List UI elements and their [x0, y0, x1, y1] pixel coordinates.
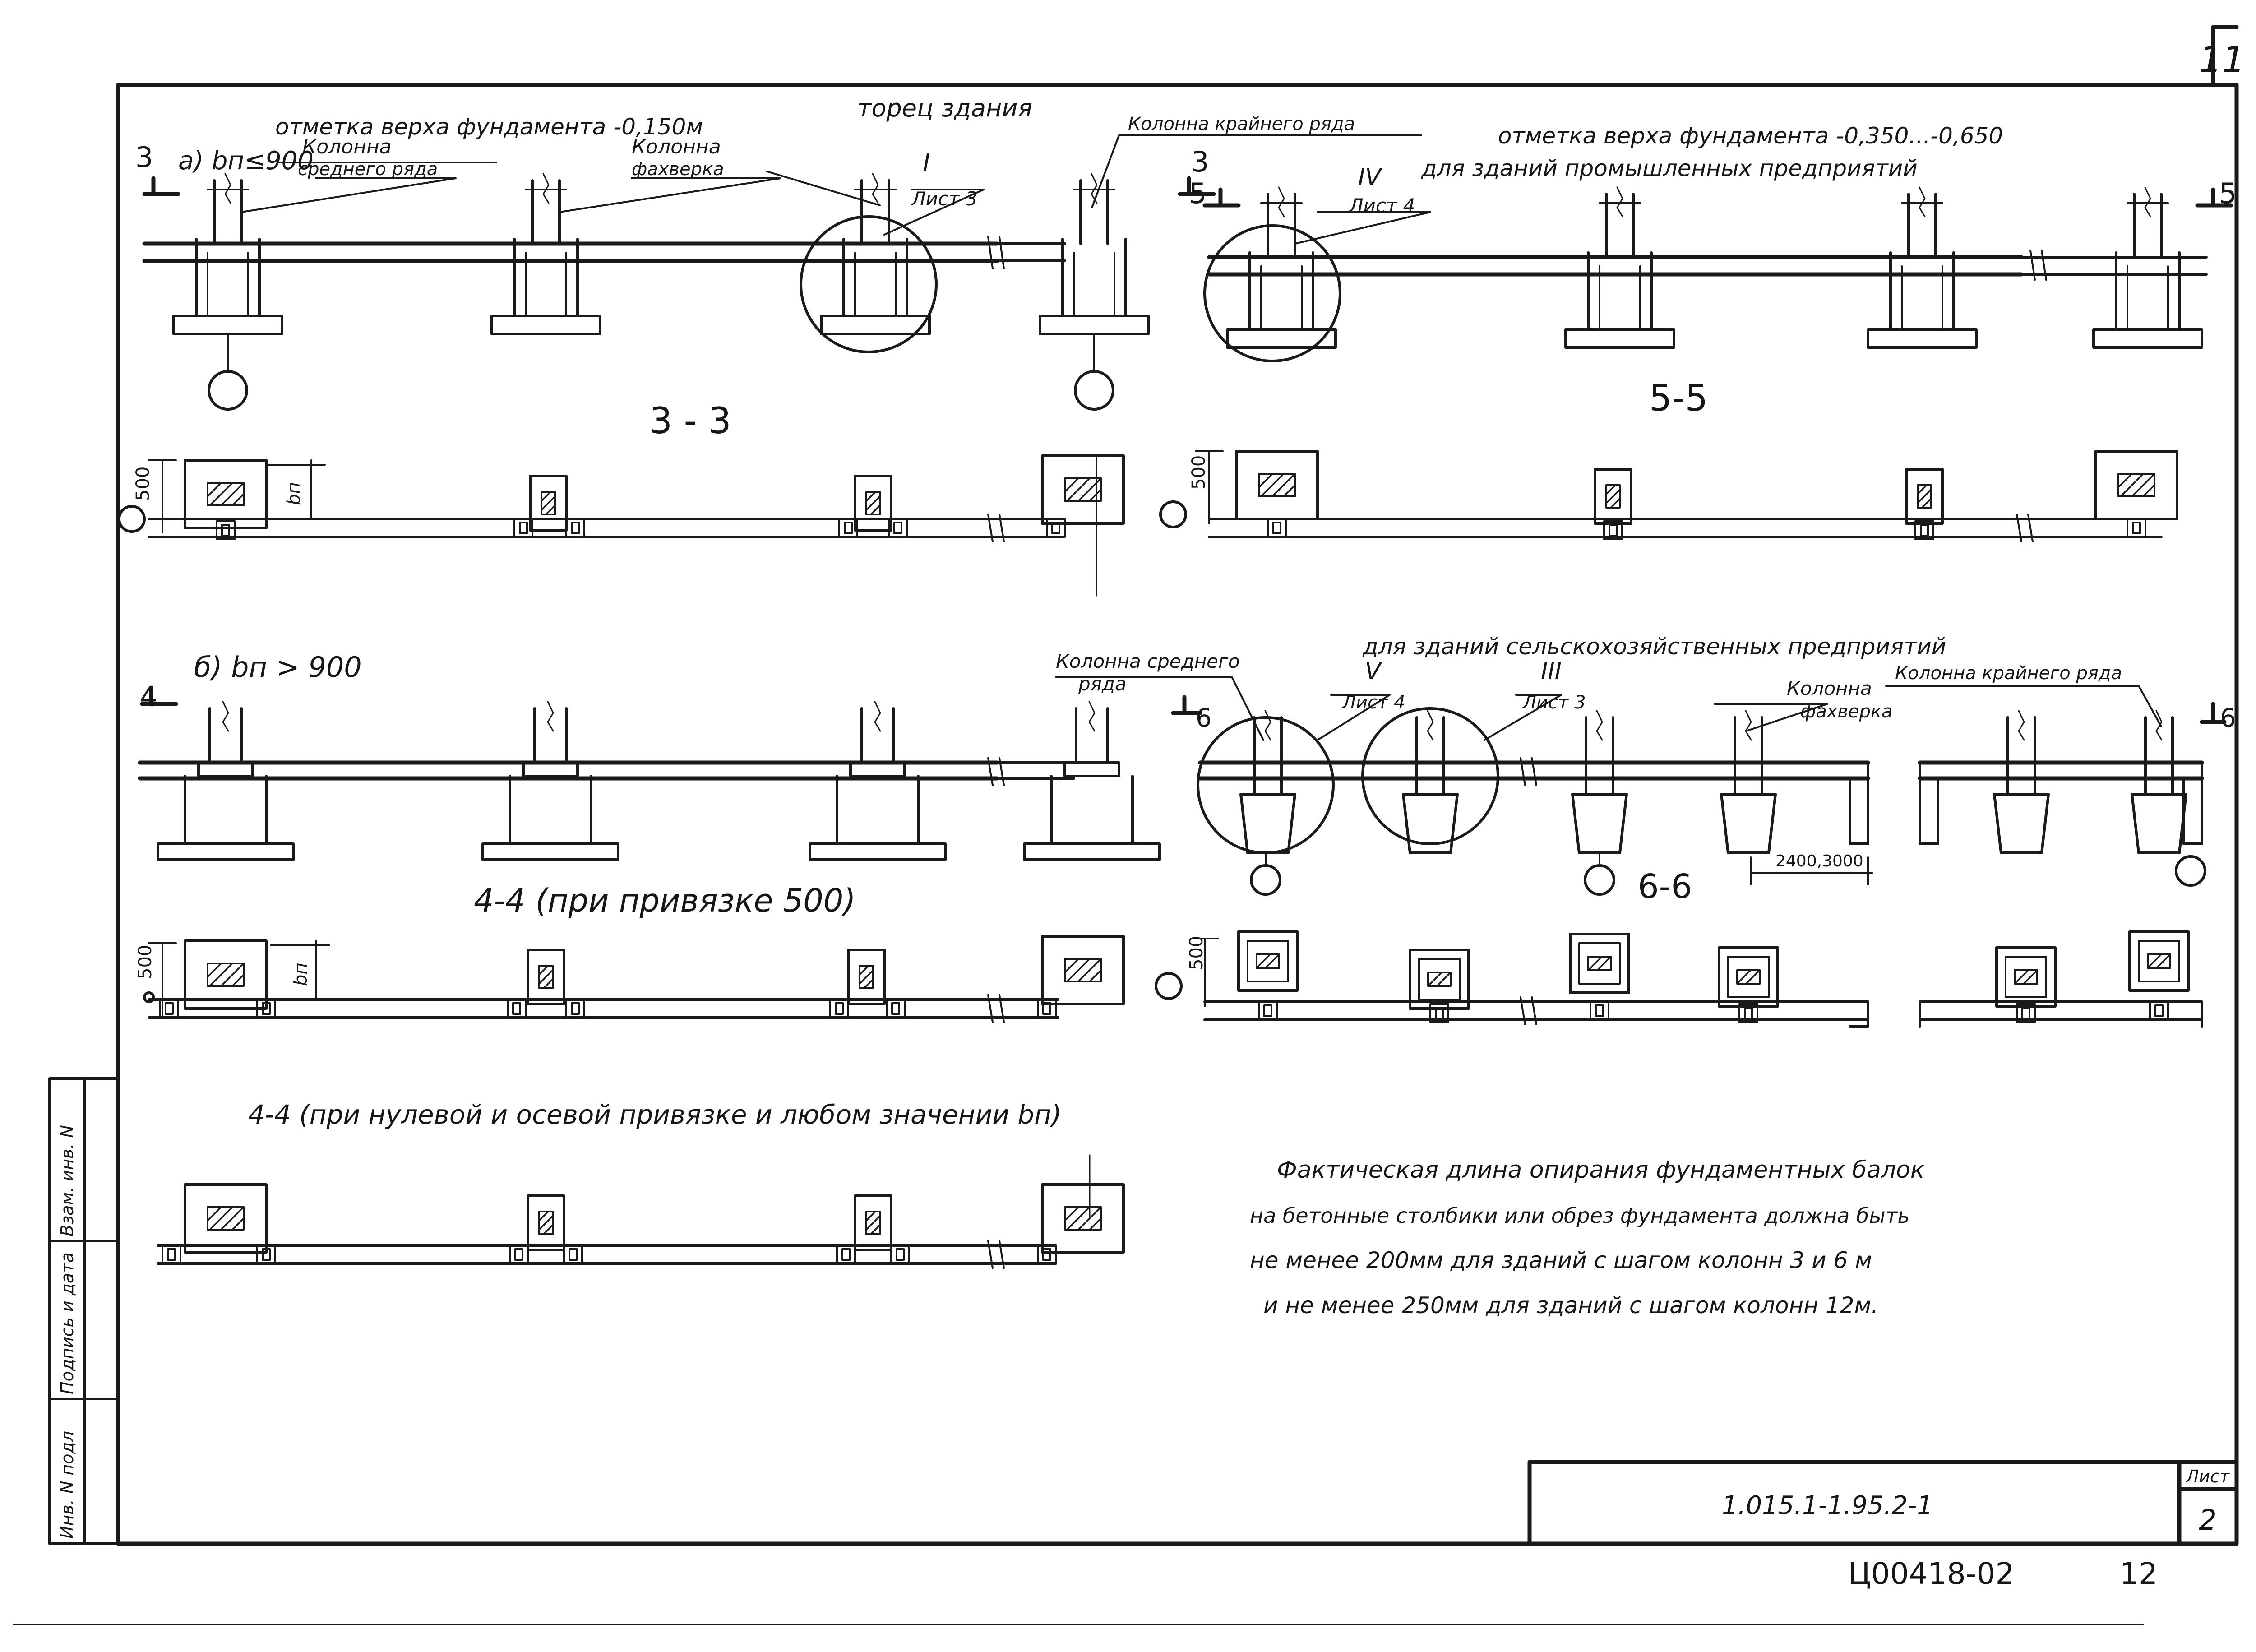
general-note: Фактическая длина опирания фундаментных …: [1250, 1157, 1925, 1319]
section-title-4-4-zero: 4-4 (при нулевой и осевой привязке и люб…: [248, 1099, 1062, 1130]
detail-III-numeral: III: [1541, 658, 1562, 685]
sheet-corner-number: 11: [2199, 39, 2245, 81]
top-mark-right: отметка верха фундамента -0,350...-0,650: [1498, 123, 2003, 149]
section-title-6-6: 6-6: [1638, 867, 1692, 906]
detail-IV-numeral: IV: [1358, 164, 1382, 191]
plan-6-dim-500: 500: [1186, 936, 1207, 970]
top-mark-left: отметка верха фундамента -0,150м: [275, 114, 703, 140]
plan-5-5: [1159, 451, 2177, 542]
section-title-3-3: 3 - 3: [649, 400, 731, 442]
column-frame-label-66: Колонна: [1787, 677, 1872, 699]
note-line-1: Фактическая длина опирания фундаментных …: [1277, 1157, 1925, 1184]
margin-label-vzam-inv: Взам. инв. N: [57, 1125, 77, 1236]
margin-label-signature-date: Подпись и дата: [57, 1252, 77, 1394]
column-middle-label-66: Колонна среднего: [1056, 650, 1240, 672]
detail-I-sheet: Лист 3: [911, 188, 978, 210]
note-line-2: на бетонные столбики или обрез фундамент…: [1250, 1203, 1910, 1228]
column-edge-label: Колонна крайнего ряда: [1128, 114, 1355, 134]
plan-4-dim-500: 500: [135, 945, 156, 979]
section-title-5-5: 5-5: [1649, 377, 1708, 419]
column-frame-row-label: фахверка: [632, 159, 724, 180]
column-edge-label-66: Колонна крайнего ряда: [1895, 663, 2122, 684]
detail-V-sheet: Лист 4: [1341, 692, 1405, 713]
margin-stamp: [48, 1077, 120, 1545]
stamp-archive-number: Ц00418-02: [1848, 1556, 2015, 1591]
plan-4-4-500: [143, 936, 1123, 1023]
plan-3-dim-500: 500: [133, 467, 153, 501]
plan-3-3: [118, 456, 1123, 597]
elevation-4-4-500: [138, 686, 1160, 860]
agricultural-label: для зданий сельскохозяйственных предприя…: [1362, 634, 1946, 660]
section-title-4-4-500: 4-4 (при привязке 500): [474, 882, 856, 919]
section-5-marker-right: 5: [2219, 177, 2237, 210]
case-b-label: б) bп > 900: [194, 651, 362, 684]
detail-V-numeral: V: [1365, 658, 1382, 685]
elevation-3-3: [142, 134, 1422, 411]
stamp-designation: 1.015.1-1.95.2-1: [1722, 1491, 1933, 1520]
stamp-sheet-number: 2: [2199, 1504, 2216, 1536]
column-frame-label: Колонна: [632, 135, 721, 158]
section-3-marker-right: 3: [1191, 145, 1209, 178]
industrial-label: для зданий промышленных предприятий: [1421, 155, 1918, 181]
detail-III-sheet: Лист 3: [1522, 692, 1586, 713]
section-5-marker: 5: [1189, 177, 1207, 210]
stamp-sheet-label: Лист: [2185, 1467, 2230, 1486]
dim-2400-3000: 2400,3000: [1775, 852, 1863, 870]
elevation-6-6: [1055, 676, 2227, 896]
detail-I-numeral: I: [923, 148, 930, 178]
detail-IV-sheet: Лист 4: [1348, 194, 1415, 217]
column-middle-row-label-66: ряда: [1078, 673, 1127, 695]
plan-4-dim-bn: bп: [291, 963, 311, 986]
section-6-marker-right: 6: [2220, 703, 2236, 733]
stamp-archive-page: 12: [2120, 1556, 2158, 1591]
column-middle-row-label: среднего ряда: [298, 159, 438, 180]
section-4-marker: 4: [140, 680, 157, 713]
column-middle-label: Колонна: [302, 135, 392, 158]
title-block: [1527, 1460, 2239, 1546]
plan-5-dim-500: 500: [1188, 455, 1209, 490]
note-line-4: и не менее 250мм для зданий с шагом коло…: [1263, 1292, 1878, 1319]
case-a-label: а) bп≤900: [178, 146, 314, 176]
plan-6-6: [1155, 932, 2203, 1028]
section-3-marker: 3: [135, 141, 153, 174]
plan-3-dim-bn: bп: [284, 482, 305, 505]
plan-4-4-zero: [157, 1154, 1123, 1269]
sheet-frame: [13, 25, 2239, 1625]
elevation-5-5: [1202, 187, 2233, 362]
margin-label-inv-podl: Инв. N подл: [57, 1431, 77, 1539]
note-line-3: не менее 200мм для зданий с шагом колонн…: [1250, 1247, 1872, 1273]
column-frame-row-label-66: фахверка: [1800, 701, 1893, 722]
end-wall-label: торец здания: [857, 94, 1032, 122]
section-6-marker: 6: [1196, 703, 1212, 733]
